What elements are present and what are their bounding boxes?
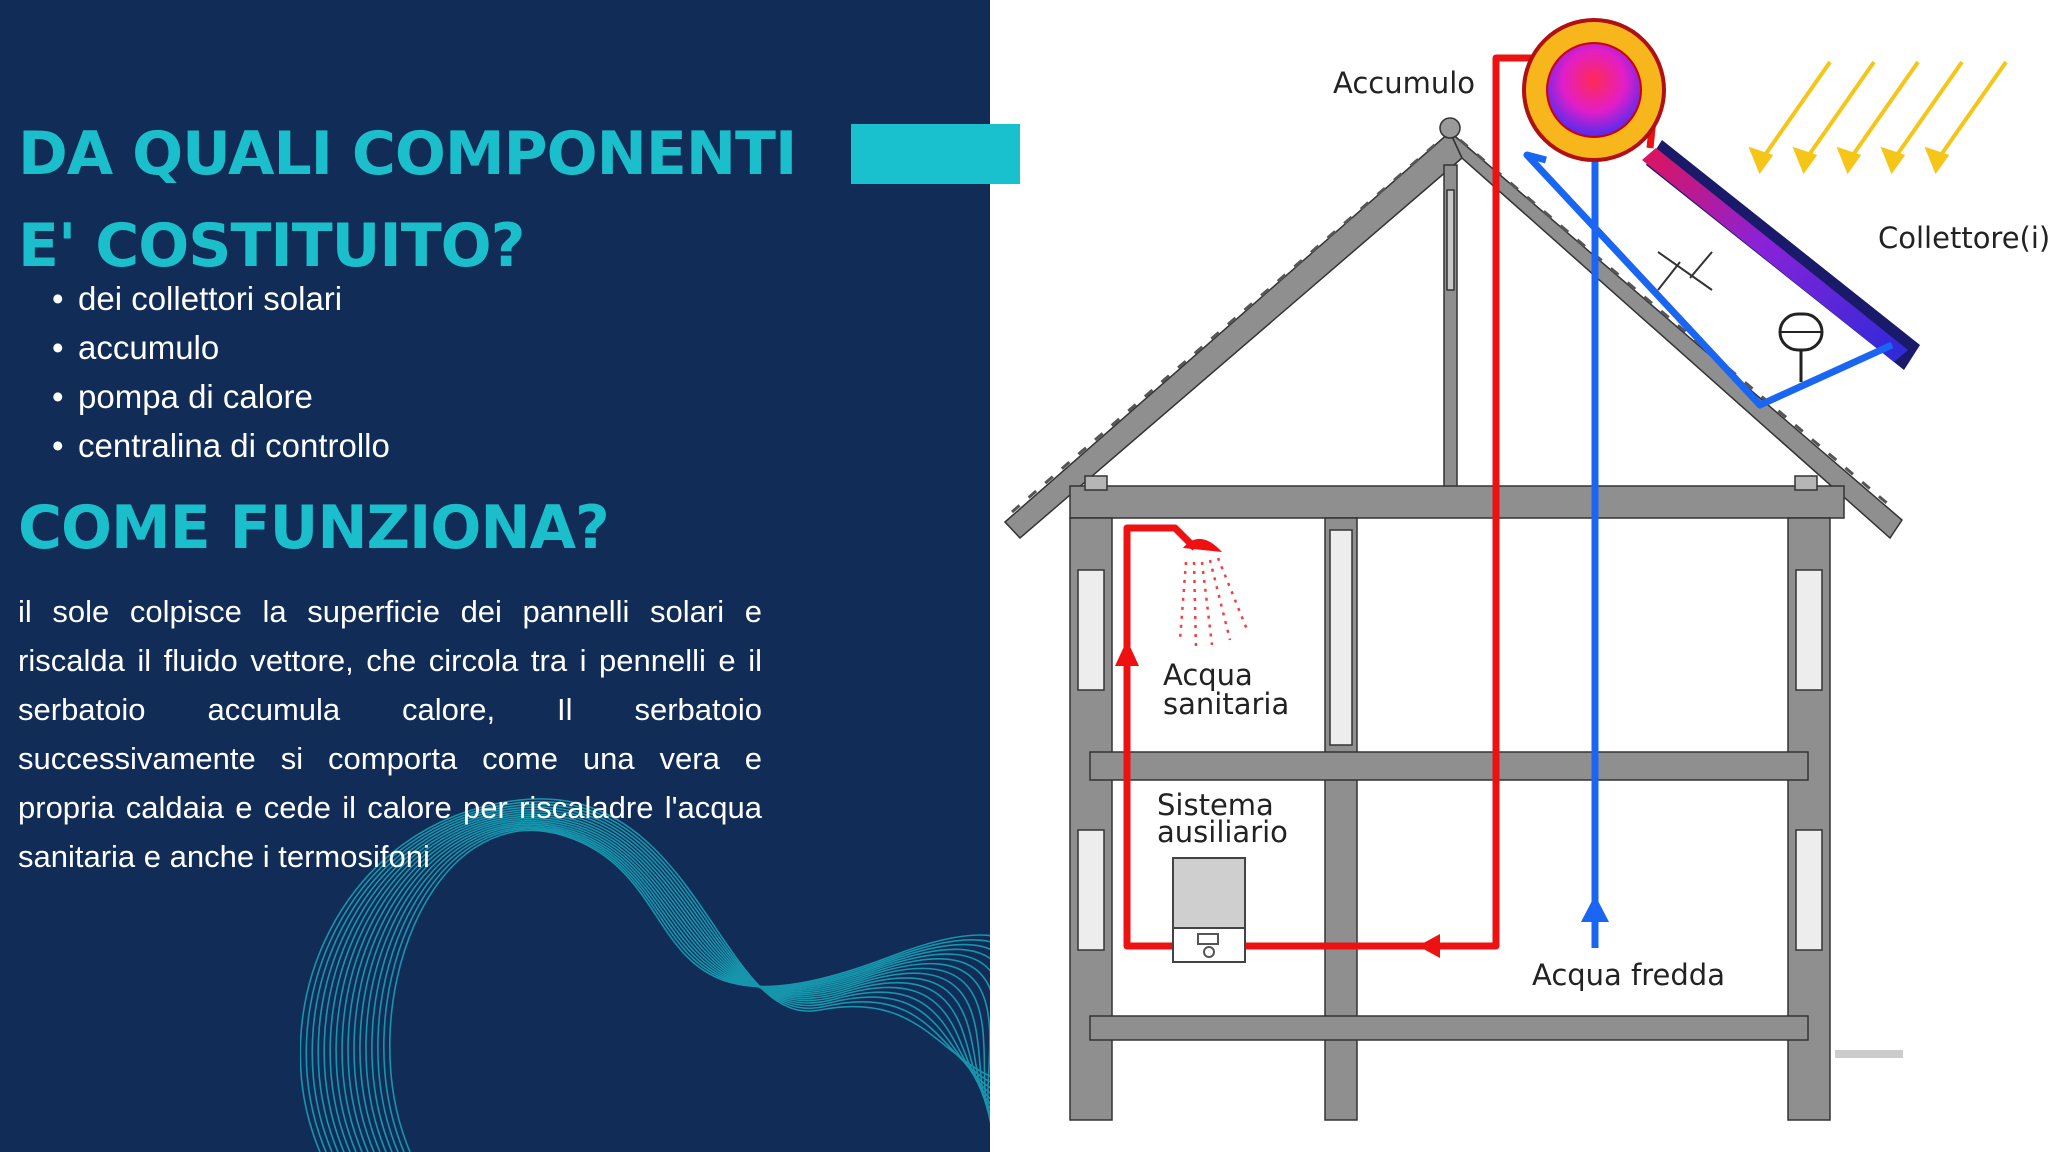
wave-line <box>305 800 990 1152</box>
wave-line <box>389 829 990 1152</box>
wave-line <box>365 823 990 1152</box>
heading-components: DA QUALI COMPONENTI E' COSTITUITO? <box>18 108 797 292</box>
auxiliary-boiler <box>1172 857 1246 963</box>
label-hot-water-line-2: sanitaria <box>1163 687 1289 721</box>
list-item: accumulo <box>52 323 390 372</box>
cold-rise-arrow <box>1581 895 1609 922</box>
sun-ray <box>1880 60 1964 175</box>
label-auxiliary-system: Sistema ausiliario <box>1157 788 1288 849</box>
solar-collector <box>1642 140 1920 370</box>
wave-line <box>323 808 990 1152</box>
wave-line <box>341 815 990 1152</box>
wave-line <box>359 821 990 1152</box>
label-hot-water-line-1: Acqua <box>1163 658 1253 692</box>
ground-line <box>1835 1050 1903 1058</box>
expansion-tank-icon <box>1778 312 1824 382</box>
label-hot-water: Acqua sanitaria <box>1163 658 1289 721</box>
house-structure <box>1003 117 1903 1121</box>
sun-ray <box>1924 60 2008 175</box>
label-aux-line-2: ausiliario <box>1157 815 1288 849</box>
wave-line <box>347 817 990 1152</box>
list-item: dei collettori solari <box>52 274 390 323</box>
sun-ray <box>1836 60 1920 175</box>
wave-line <box>311 803 990 1152</box>
wave-decoration <box>300 798 990 1152</box>
windows <box>1077 529 1823 951</box>
wave-line <box>335 813 990 1152</box>
wave-line <box>329 811 990 1152</box>
wave-line <box>383 828 990 1152</box>
sun-rays <box>1748 60 2008 175</box>
wave-line <box>377 826 990 1152</box>
component-list: dei collettori solari accumulo pompa di … <box>52 274 390 470</box>
hot-flow-arrow <box>1418 934 1440 958</box>
valve-symbol <box>1657 251 1713 291</box>
collector-loop-cold <box>1523 151 1894 409</box>
shower-icon <box>1178 538 1250 649</box>
flow-arrows <box>1115 640 1609 958</box>
roof-tiles <box>1011 134 1896 514</box>
wave-line <box>353 819 990 1152</box>
sun-ray <box>1792 60 1876 175</box>
roof-eaves <box>1084 475 1818 491</box>
storage-tank <box>1522 18 1666 162</box>
accent-bar <box>851 124 1020 184</box>
heading-components-line-1: DA QUALI COMPONENTI <box>18 119 797 189</box>
pipes <box>1123 36 1894 950</box>
label-storage: Accumulo <box>1333 66 1475 100</box>
list-item: centralina di controllo <box>52 421 390 470</box>
solar-system-diagram: Accumulo Collettore(i) Acqua sanitaria S… <box>1003 18 2048 1121</box>
roof-vent <box>1446 189 1455 291</box>
sun-ray <box>1748 60 1832 175</box>
label-collectors: Collettore(i) <box>1878 221 2048 255</box>
left-panel: DA QUALI COMPONENTI E' COSTITUITO? dei c… <box>0 0 990 1152</box>
roof-ridge-cap <box>1439 117 1461 139</box>
description-text: il sole colpisce la superficie dei panne… <box>18 594 762 874</box>
wave-line <box>371 825 990 1152</box>
heading-components-line-2: E' COSTITUITO? <box>18 211 525 281</box>
label-aux-line-1: Sistema <box>1157 788 1274 822</box>
wave-line <box>300 798 990 1152</box>
wave-line <box>317 806 990 1152</box>
hot-rise-arrow <box>1115 640 1139 666</box>
label-cold-water: Acqua fredda <box>1532 958 1725 992</box>
hot-water-pipe <box>1123 54 1546 950</box>
list-item: pompa di calore <box>52 372 390 421</box>
heading-how-it-works: COME FUNZIONA? <box>18 493 610 563</box>
